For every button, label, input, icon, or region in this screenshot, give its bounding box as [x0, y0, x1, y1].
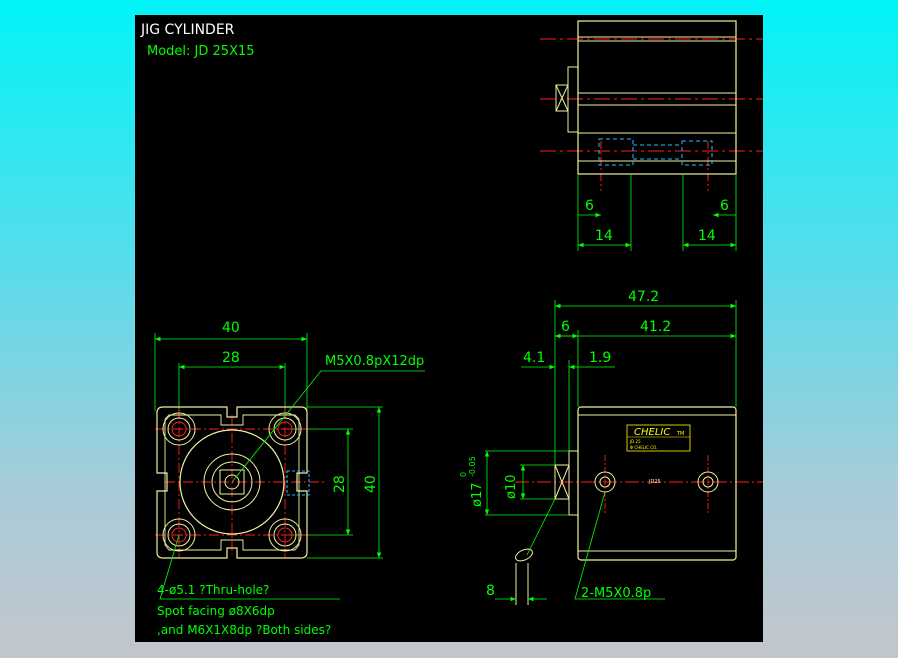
front-view: 40 28 28 40: [154, 320, 425, 637]
thread-leader: [231, 370, 425, 483]
side-rod-nut-x: [554, 464, 570, 500]
front-body-inner: [164, 414, 300, 551]
front-rod: [211, 461, 253, 503]
dim-6-flange: 6: [561, 319, 570, 335]
dim-1-9: 1.9: [589, 350, 611, 366]
dim-41-2: 41.2: [640, 319, 671, 335]
top-view: 6 6 14 14: [540, 20, 763, 251]
plate-line-1: JD 25: [629, 439, 641, 444]
dim-rod-dia: ø10: [504, 475, 519, 500]
dim-tol-upper: 0: [459, 472, 468, 477]
mounting-hole: [268, 518, 302, 552]
top-rod-nut-x: [555, 84, 569, 112]
front-rod-hex: [219, 469, 245, 495]
thread-callout: M5X0.8pX12dp: [325, 354, 424, 369]
side-flange: [568, 450, 579, 516]
plate-line-2: Φ CHELIC CO.: [630, 445, 657, 450]
front-rod-thread: [224, 474, 240, 490]
note-leader: [159, 534, 340, 600]
dim-bore-dia: ø17: [470, 483, 485, 508]
hole-note-2: Spot facing ø8X6dp: [157, 604, 275, 618]
cad-drawing: JIG CYLINDER Model: JD 25X15: [135, 15, 763, 642]
dim-tol-lower: -0.05: [468, 456, 477, 477]
dim-40-height: 40: [363, 475, 379, 493]
hole-note-1: 4-ø5.1 ?Thru-hole?: [157, 583, 269, 597]
brand-logo: CHELIC: [634, 427, 670, 438]
port-leader: [574, 491, 665, 600]
hole-note-3: ,and M6X1X8dp ?Both sides?: [157, 623, 331, 637]
model-label: Model: JD 25X15: [147, 44, 255, 59]
dim-8: 8: [486, 583, 495, 599]
dim-14-left: 14: [595, 228, 613, 244]
front-body-outline: [156, 406, 308, 559]
dim-6-left: 6: [585, 198, 594, 214]
body-mark: JD25: [648, 479, 661, 485]
rod-end-head: [515, 548, 533, 562]
brand-plate: [626, 424, 691, 452]
dim-6-right: 6: [720, 198, 729, 214]
side-port-2: [697, 471, 719, 493]
top-rod-nut: [555, 84, 569, 112]
drawing-title: JIG CYLINDER: [140, 22, 235, 38]
mounting-hole: [162, 518, 196, 552]
dim-14-right: 14: [698, 228, 716, 244]
front-bore-inner: [203, 453, 261, 511]
dim-28-width: 28: [222, 350, 240, 366]
mounting-hole: [162, 412, 196, 446]
dim-47-2: 47.2: [628, 289, 659, 305]
dim-40-width: 40: [222, 320, 240, 336]
front-bore-outer: [179, 429, 285, 535]
dim-28-height: 28: [332, 475, 348, 493]
brand-suffix: TM: [676, 431, 684, 437]
dim-4-1: 4.1: [523, 350, 545, 366]
side-view: 47.2 6 41.2 4.1 1.9 CHELIC TM JD 25: [459, 289, 763, 605]
hidden-port-left: [598, 138, 634, 166]
rod-end-leader: [526, 498, 556, 556]
side-rod-nut: [554, 464, 570, 500]
hidden-port-right: [681, 140, 713, 166]
cad-canvas: JIG CYLINDER Model: JD 25X15: [140, 20, 763, 637]
port-callout: 2-M5X0.8p: [581, 586, 651, 601]
front-side-port: [286, 470, 310, 496]
